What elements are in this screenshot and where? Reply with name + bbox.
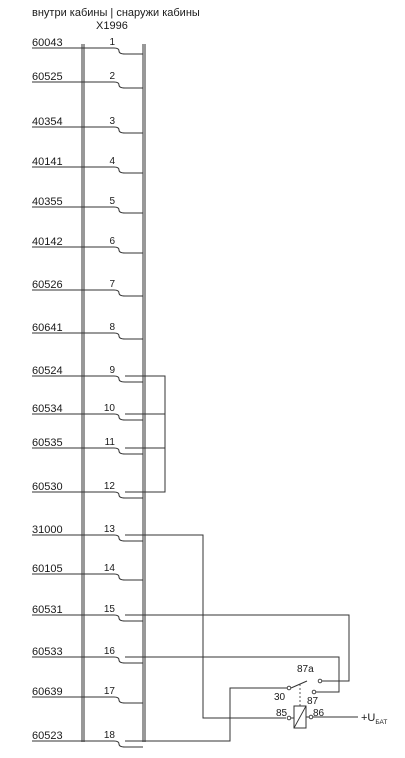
- pin-number: 7: [109, 279, 115, 290]
- connector-row: 40141 4: [32, 156, 143, 174]
- wire-number: 60535: [32, 437, 63, 449]
- pin-number: 5: [109, 196, 115, 207]
- pin-contact: [113, 614, 126, 622]
- jumper-9-12: [125, 375, 166, 493]
- wire-16-to-87: [125, 656, 340, 693]
- wire-number: 40142: [32, 236, 63, 248]
- wire-number: 40354: [32, 116, 63, 128]
- connector-label: X1996: [96, 20, 128, 32]
- wire-number: 60531: [32, 604, 63, 616]
- relay-contact-87a: [317, 678, 323, 684]
- connector-row: 60533 16: [32, 646, 143, 664]
- wire-number: 60534: [32, 403, 63, 415]
- pin-contact: [113, 573, 126, 581]
- relay-terminal-30: 30: [274, 692, 286, 703]
- pin-contact: [113, 81, 126, 89]
- supply-subscript: БАТ: [375, 719, 387, 726]
- wire-number: 60530: [32, 481, 63, 493]
- wire-number: 40355: [32, 196, 63, 208]
- pin-contact: [113, 413, 126, 421]
- supply-prefix: +U: [361, 712, 375, 724]
- wire-number: 40141: [32, 156, 63, 168]
- wire-15-to-87a: [125, 614, 350, 682]
- wire-13-to-85: [125, 534, 286, 719]
- wire-number: 60533: [32, 646, 63, 658]
- pin-number: 1: [109, 37, 115, 48]
- wire-number: 60523: [32, 730, 63, 742]
- pin-number: 15: [104, 604, 116, 615]
- relay-coil-diagonal: [293, 705, 307, 729]
- relay: 87a 87 30 85 86: [274, 664, 325, 729]
- wire-number: 60043: [32, 37, 63, 49]
- relay-contact-85: [286, 715, 292, 721]
- connector-row: 40354 3: [32, 116, 143, 134]
- pin-contact: [113, 491, 126, 499]
- pin-number: 16: [104, 646, 116, 657]
- pin-number: 14: [104, 563, 116, 574]
- pin-contact: [113, 246, 126, 254]
- wire-number: 60524: [32, 365, 63, 377]
- pin-number: 13: [104, 524, 116, 535]
- connector-row: 31000 13: [32, 524, 143, 542]
- connector-row: 60641 8: [32, 322, 143, 340]
- pin-number: 4: [109, 156, 115, 167]
- connector-row: 40355 5: [32, 196, 143, 214]
- connector-row: 40142 6: [32, 236, 143, 254]
- wire-number: 60105: [32, 563, 63, 575]
- connector-row: 60530 12: [32, 481, 143, 499]
- pin-number: 11: [105, 437, 116, 448]
- pin-number: 9: [109, 365, 115, 376]
- wire-number: 60641: [32, 322, 63, 334]
- wire-number: 60526: [32, 279, 63, 291]
- pin-contact: [113, 375, 126, 383]
- pin-number: 18: [104, 730, 116, 741]
- connector-body: [81, 44, 146, 742]
- wire-number: 60525: [32, 71, 63, 83]
- wire-number: 31000: [32, 524, 63, 536]
- pin-number: 3: [109, 116, 115, 127]
- header-title: внутри кабины | снаружи кабины: [32, 7, 200, 19]
- wire-18-to-30: [125, 687, 287, 742]
- pin-contact: [113, 166, 126, 174]
- pin-number: 10: [104, 403, 116, 414]
- pin-contact: [113, 740, 126, 748]
- connector-row: 60525 2: [32, 71, 143, 89]
- connector-row: 60531 15: [32, 604, 143, 622]
- pin-number: 6: [109, 236, 115, 247]
- pin-contact: [113, 126, 126, 134]
- wire-number: 60639: [32, 686, 63, 698]
- relay-contact-86: [308, 714, 314, 720]
- pin-contact: [113, 47, 126, 55]
- connector-row: 60526 7: [32, 279, 143, 297]
- connector-row: 60524 9: [32, 365, 143, 383]
- pin-number: 17: [104, 686, 116, 697]
- supply-label: +UБАТ: [361, 712, 387, 726]
- relay-terminal-87a: 87a: [297, 664, 314, 675]
- pin-contact: [113, 289, 126, 297]
- pin-contact: [113, 534, 126, 542]
- relay-contact-87: [311, 689, 317, 695]
- relay-switch-arm: [290, 680, 308, 689]
- connector-row: 60534 10: [32, 403, 143, 421]
- pin-contact: [113, 447, 126, 455]
- connector-row: 60535 11: [32, 437, 143, 455]
- relay-terminal-85: 85: [276, 708, 288, 719]
- pin-contact: [113, 696, 126, 704]
- pin-contact: [113, 656, 126, 664]
- pin-contact: [113, 332, 126, 340]
- connector-row: 60523 18: [32, 730, 143, 748]
- pin-number: 2: [109, 71, 115, 82]
- pin-contact: [113, 206, 126, 214]
- relay-terminal-86: 86: [313, 708, 325, 719]
- connector-row: 60105 14: [32, 563, 143, 581]
- connector-row: 60639 17: [32, 686, 143, 704]
- pin-number: 12: [104, 481, 116, 492]
- relay-contact-30: [286, 685, 292, 691]
- connector-row: 60043 1: [32, 37, 143, 55]
- pin-number: 8: [109, 322, 115, 333]
- relay-terminal-87: 87: [307, 696, 319, 707]
- connector-rows: 60043 1 60525 2 40354 3 40141 4 40355 5 40142 6 6052…: [32, 37, 143, 748]
